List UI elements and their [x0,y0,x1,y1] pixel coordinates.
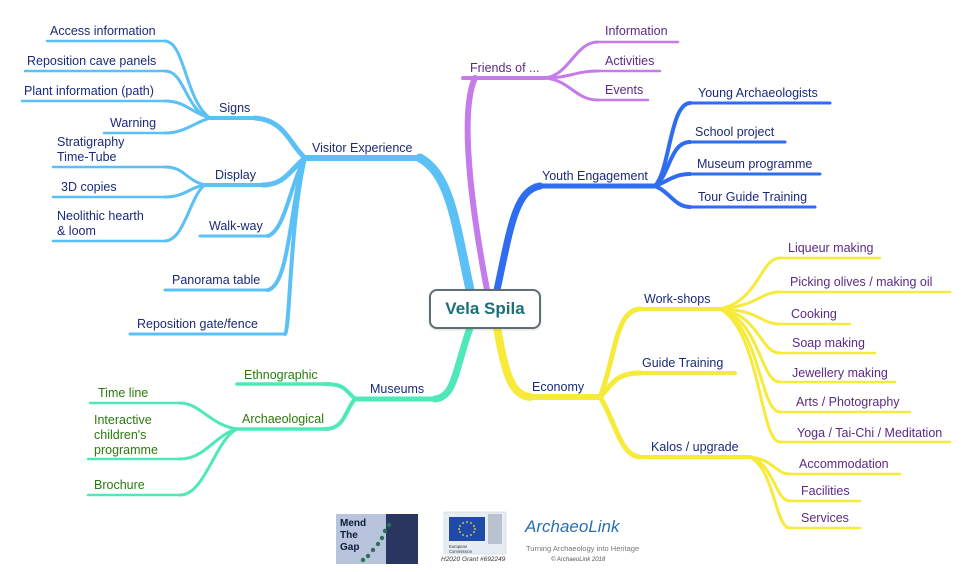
museums-label: Museums [370,382,424,396]
arch-item-interactive-3: programme [94,443,158,457]
display-item-hearth: Neolithic hearth [57,209,144,223]
workshop-item-liqueur: Liqueur making [788,241,874,255]
youth-label: Youth Engagement [542,169,648,183]
eu-stars-icon [458,521,476,537]
friends-item-events: Events [605,83,643,97]
central-topic: Vela Spila [429,289,541,329]
economy-label: Economy [532,380,585,394]
mend-word-3: Gap [340,542,359,553]
friends-label: Friends of ... [470,61,539,75]
archaeological-label: Archaeological [242,412,324,426]
eu-small-1: European [449,544,468,549]
kalos-item-accommodation: Accommodation [799,457,889,471]
workshop-item-olives: Picking olives / making oil [790,275,932,289]
workshop-item-soap: Soap making [792,336,865,350]
kalos-label: Kalos / upgrade [651,440,739,454]
eu-commission-logo: European Commission H2020 Grant #692249 [441,511,507,563]
display-label: Display [215,168,257,182]
youth-branches [493,101,832,294]
eu-small-2: Commission [449,549,473,554]
display-item-loom: & loom [57,224,96,238]
signs-item-access: Access information [50,24,156,38]
friends-branches [461,40,680,293]
visitor-experience-label: Visitor Experience [312,141,413,155]
archaeolink-logo: ArchaeoLink Turning Archaeology into Her… [524,517,639,563]
gate-label: Reposition gate/fence [137,317,258,331]
youth-item-museum: Museum programme [697,157,812,171]
youth-item-young: Young Archaeologists [698,86,818,100]
display-item-3d: 3D copies [61,180,117,194]
archaeolink-tagline: Turning Archaeology into Heritage [526,544,639,553]
signs-label: Signs [219,101,250,115]
panorama-label: Panorama table [172,273,260,287]
friends-item-information: Information [605,24,668,38]
mend-the-gap-logo: Mend The Gap [336,514,418,564]
kalos-item-services: Services [801,511,849,525]
visitor-branches [20,39,475,336]
ethnographic-label: Ethnographic [244,368,318,382]
economy-branches [493,256,952,530]
workshop-item-jewellery: Jewellery making [792,366,888,380]
workshop-item-cooking: Cooking [791,307,837,321]
eu-grant-caption: H2020 Grant #692249 [441,556,506,563]
walkway-label: Walk-way [209,219,263,233]
friends-item-activities: Activities [605,54,654,68]
guide-training-label: Guide Training [642,356,723,370]
signs-item-warning: Warning [110,116,156,130]
display-item-stratigraphy: Stratigraphy [57,135,125,149]
signs-item-panels: Reposition cave panels [27,54,156,68]
central-topic-label: Vela Spila [445,299,525,318]
mend-word-2: The [340,530,358,541]
workshop-item-arts: Arts / Photography [796,395,900,409]
mend-word-1: Mend [340,518,366,529]
youth-item-school: School project [695,125,775,139]
arch-item-interactive-2: children's [94,428,146,442]
archaeolink-copyright: © ArchaeoLink 2018 [551,556,606,563]
kalos-item-facilities: Facilities [801,484,850,498]
museums-branches [86,324,474,497]
workshop-item-yoga: Yoga / Tai-Chi / Meditation [797,426,942,440]
youth-item-tour: Tour Guide Training [698,190,807,204]
arch-item-brochure: Brochure [94,478,145,492]
arch-item-timeline: Time line [98,386,148,400]
arch-item-interactive-1: Interactive [94,413,152,427]
display-item-timetube: Time-Tube [57,150,117,164]
workshops-label: Work-shops [644,292,710,306]
signs-item-plant: Plant information (path) [24,84,154,98]
archaeolink-name: ArchaeoLink [524,517,621,536]
